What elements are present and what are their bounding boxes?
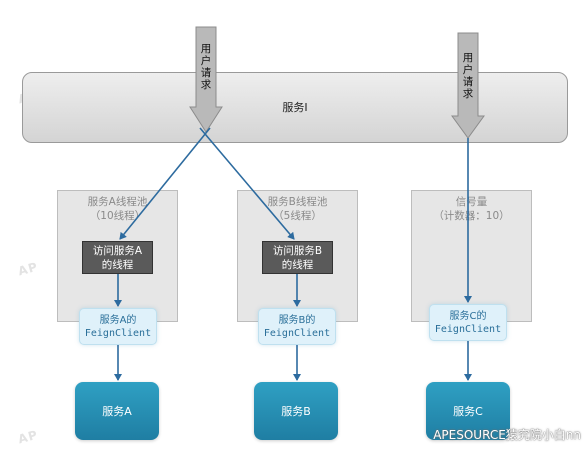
thread-a-box: 访问服务A 的线程 (82, 241, 153, 274)
semaphore-c-subtitle: （计数器：10） (433, 210, 510, 222)
service-i-label: 服务I (282, 100, 308, 114)
pool-b-title: 服务B线程池 (267, 196, 328, 208)
user-request-char: 户 (200, 55, 212, 67)
feign-c-line1: 服务C的 (449, 310, 487, 322)
user-request-char: 户 (462, 64, 474, 76)
semaphore-c-box (411, 190, 532, 322)
service-a-box: 服务A (75, 382, 159, 440)
thread-b-box: 访问服务B 的线程 (262, 241, 333, 274)
thread-b-line2: 的线程 (281, 258, 314, 271)
feign-a-line1: 服务A的 (99, 314, 137, 326)
pool-a-subtitle: （10线程） (89, 210, 146, 222)
feign-a-line2: FeignClient (84, 327, 152, 339)
feign-client-a: 服务A的 FeignClient (79, 308, 157, 345)
thread-a-line1: 访问服务A (92, 244, 143, 257)
semaphore-c-title: 信号量 (455, 196, 488, 208)
feign-b-line1: 服务B的 (278, 314, 316, 326)
feign-client-b: 服务B的 FeignClient (258, 308, 336, 345)
user-request-label-left: 用 户 请 求 (199, 43, 213, 91)
user-request-char: 用 (462, 52, 474, 64)
user-request-char: 用 (200, 43, 212, 55)
thread-b-line1: 访问服务B (272, 244, 323, 257)
flow-line-to-thread-a (119, 127, 211, 240)
pool-a-title: 服务A线程池 (87, 196, 148, 208)
feign-b-line2: FeignClient (263, 327, 331, 339)
thread-a-line2: 的线程 (101, 258, 134, 271)
user-request-char: 求 (200, 79, 212, 91)
flow-line-to-thread-b (199, 127, 295, 240)
user-request-label-right: 用 户 请 求 (461, 52, 475, 100)
feign-client-c: 服务C的 FeignClient (429, 304, 507, 341)
service-c-box: 服务C (426, 382, 510, 440)
user-request-char: 请 (200, 67, 212, 79)
service-b-box: 服务B (254, 382, 338, 440)
pool-b-subtitle: （5线程） (273, 210, 322, 222)
user-request-char: 请 (462, 76, 474, 88)
corner-watermark: APESOURCE猿究院小白nn (433, 428, 581, 442)
user-request-char: 求 (462, 88, 474, 100)
user-request-arrow-right (451, 32, 485, 139)
feign-c-line2: FeignClient (434, 323, 502, 335)
user-request-arrow-left (189, 26, 223, 133)
